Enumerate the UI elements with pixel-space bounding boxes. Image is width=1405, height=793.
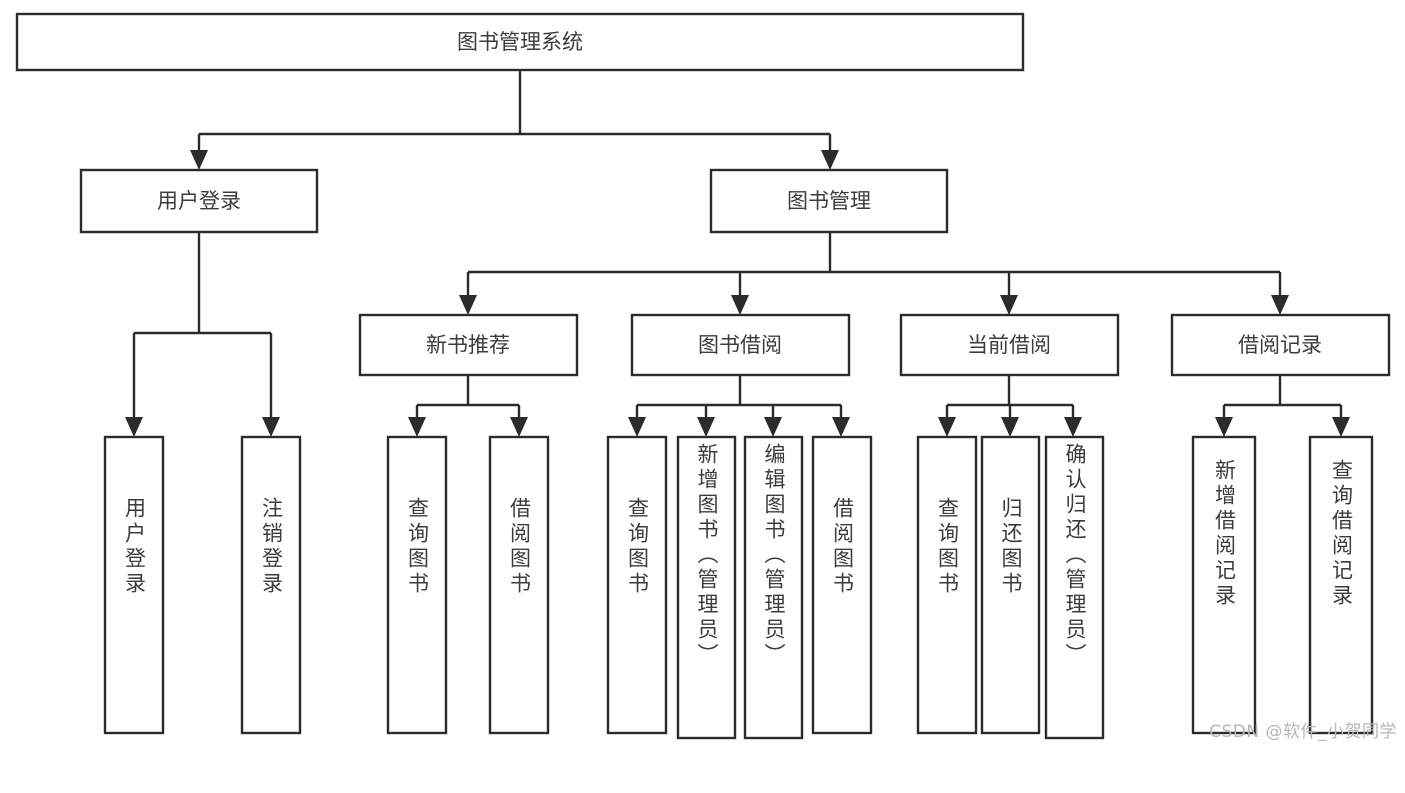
arrow-head-icon [1001,417,1019,437]
diagram-canvas: 图书管理系统 用户登录 图书管理 新书推荐 图书借阅 当前借阅 借阅记录 [15,12,1391,740]
leaf-box-newbook-query[interactable] [386,435,448,735]
arrow-head-icon [832,417,850,437]
node-borrow-record-label: 借阅记录 [1238,333,1322,357]
watermark: CSDN @软件_小贺同学 [1209,722,1397,742]
arrow-head-icon [764,417,782,437]
arrow-head-icon [628,417,646,437]
leaf-box-bookborrow-edit[interactable] [743,435,804,740]
node-root-label: 图书管理系统 [457,30,583,54]
leaf-box-user-login-login[interactable] [103,435,165,735]
leaf-box-newbook-borrow[interactable] [488,435,550,735]
arrow-head-icon [697,417,715,437]
leaf-box-bookborrow-query[interactable] [606,435,668,735]
arrow-head-icon [1064,417,1082,437]
arrow-head-icon [1215,417,1233,437]
connector-borrowrecord-to-leaves [1215,375,1350,437]
arrow-head-icon [1332,417,1350,437]
leaf-box-currentborrow-confirm[interactable] [1044,435,1105,740]
node-new-book-recommend-label: 新书推荐 [426,333,510,357]
leaf-box-bookborrow-borrow[interactable] [811,435,873,735]
arrow-head-icon [459,295,477,315]
leaf-box-borrowrecord-query[interactable] [1308,435,1374,735]
arrow-head-icon [1271,295,1289,315]
node-current-borrow-label: 当前借阅 [967,333,1051,357]
node-book-management-label: 图书管理 [787,189,871,213]
leaf-box-currentborrow-query[interactable] [916,435,978,735]
arrow-head-icon [262,417,280,437]
node-root-system[interactable]: 图书管理系统 [15,12,1025,72]
connector-userlogin-to-leaves [125,232,280,437]
node-book-borrow-label: 图书借阅 [698,333,782,357]
node-current-borrow[interactable]: 当前借阅 [899,313,1120,377]
node-borrow-record[interactable]: 借阅记录 [1170,313,1391,377]
connector-newbook-to-leaves [408,375,528,437]
connector-bookmgmt-to-level3 [459,232,1289,315]
leaf-box-bookborrow-add[interactable] [676,435,737,740]
leaf-box-borrowrecord-add[interactable] [1191,435,1257,735]
node-user-login[interactable]: 用户登录 [79,168,319,234]
leaf-box-currentborrow-return[interactable] [980,435,1041,735]
node-book-borrow[interactable]: 图书借阅 [630,313,851,377]
connector-currentborrow-to-leaves [938,375,1082,437]
connector-root-to-level2 [190,70,839,170]
arrow-head-icon [731,295,749,315]
node-user-login-label: 用户登录 [157,189,241,213]
leaf-box-user-login-logout[interactable] [240,435,302,735]
arrow-head-icon [938,417,956,437]
functional-structure-diagram: 图书管理系统 用户登录 图书管理 新书推荐 图书借阅 当前借阅 借阅记录 [15,12,1397,742]
connector-bookborrow-to-leaves [628,375,850,437]
arrow-head-icon [821,150,839,170]
arrow-head-icon [1000,295,1018,315]
node-new-book-recommend[interactable]: 新书推荐 [358,313,579,377]
arrow-head-icon [190,150,208,170]
arrow-head-icon [408,417,426,437]
node-book-management[interactable]: 图书管理 [709,168,949,234]
arrow-head-icon [510,417,528,437]
arrow-head-icon [125,417,143,437]
